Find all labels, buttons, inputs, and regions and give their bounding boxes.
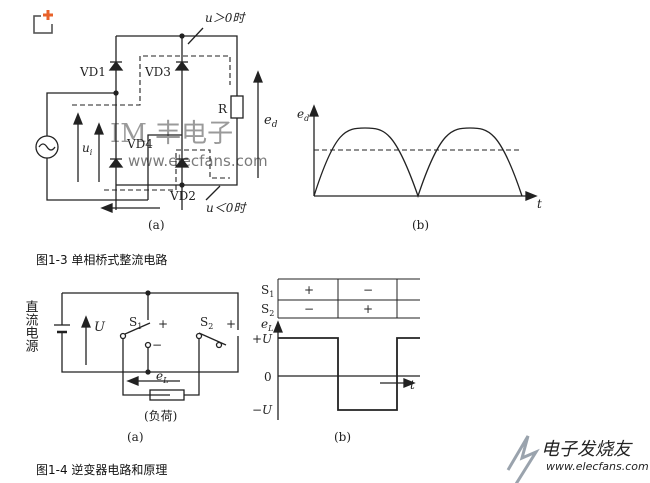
lightning-logo-icon <box>506 435 540 483</box>
graph2-ylabel: eL <box>261 317 273 333</box>
logo-url: www.elecfans.com <box>546 460 649 473</box>
label-fig14-b: (b) <box>334 430 351 444</box>
label-r: R <box>218 102 228 116</box>
logo-title: 电子发烧友 <box>541 439 633 460</box>
label-minus-s1: − <box>152 338 162 352</box>
label-vd4: VD4 <box>126 137 153 151</box>
label-u-positive: u＞0时 <box>205 11 246 25</box>
label-s2: S2 <box>200 315 213 331</box>
expand-icon[interactable] <box>33 10 56 34</box>
switch-state-table <box>277 278 420 319</box>
table-label-s1: S1 <box>261 283 274 299</box>
graph2-minus-u: −U <box>252 403 273 417</box>
label-u-dc: U <box>94 320 106 335</box>
label-fig13-b: (b) <box>412 218 429 232</box>
table-cell-s2-2: + <box>363 302 373 316</box>
label-fig13-a: (a) <box>148 218 165 232</box>
resistor-r-symbol <box>230 95 244 119</box>
label-el: eL <box>156 369 168 385</box>
graph2-xlabel: t <box>410 378 415 392</box>
diode-vd3-symbol <box>174 60 190 71</box>
label-vd1: VD1 <box>79 65 106 79</box>
diode-vd4-symbol <box>108 157 124 168</box>
watermark-text: IM 丰电子 <box>110 119 233 149</box>
label-s1: S1 <box>129 315 142 331</box>
graph2-zero: 0 <box>264 370 272 384</box>
ac-wave-icon <box>38 143 56 151</box>
bridge-rectifier-circuit <box>35 27 263 213</box>
label-plus-s1: + <box>158 317 168 331</box>
caption-fig14: 图1-4 逆变器电路和原理 <box>36 462 167 477</box>
inverter-circuit <box>54 290 239 401</box>
diode-vd2-symbol <box>174 157 190 168</box>
watermark-url: www.elecfans.com <box>128 152 268 170</box>
label-ed: ed <box>264 113 278 130</box>
graph1-ylabel: ed <box>297 107 309 123</box>
label-vd3: VD3 <box>144 65 171 79</box>
graph2-plus-u: +U <box>252 332 273 346</box>
caption-fig13: 图1-3 单相桥式整流电路 <box>36 252 167 267</box>
square-wave-line <box>278 337 420 411</box>
rectified-wave-curve <box>313 127 523 199</box>
load-resistor-symbol <box>149 389 185 401</box>
label-vd2: VD2 <box>169 189 196 203</box>
elecfans-logo: 电子发烧友 www.elecfans.com <box>506 435 649 483</box>
graph1-xlabel: t <box>537 197 542 211</box>
square-wave-graph <box>273 320 420 420</box>
label-fig14-a: (a) <box>127 430 144 444</box>
label-dc-source: 直流电源 <box>23 300 39 352</box>
label-plus-s2: + <box>226 317 236 331</box>
table-cell-s1-1: + <box>304 283 314 297</box>
diode-vd1-symbol <box>108 60 124 71</box>
label-ui: ui <box>82 141 93 157</box>
table-cell-s2-1: − <box>304 302 314 316</box>
table-cell-s1-2: − <box>363 283 373 297</box>
label-load: (负荷) <box>144 409 177 423</box>
rectified-waveform-graph <box>309 104 538 201</box>
table-label-s2: S2 <box>261 302 274 318</box>
label-u-negative: u＜0时 <box>206 201 247 215</box>
